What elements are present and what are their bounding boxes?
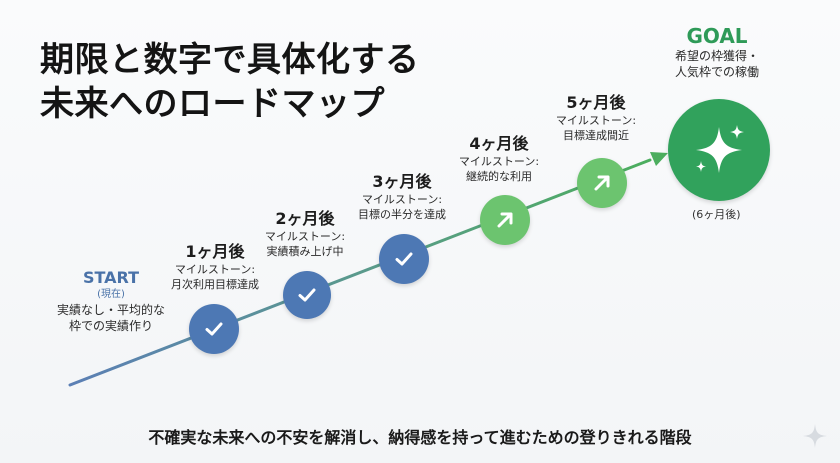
page-title: 期限と数字で具体化する 未来へのロードマップ bbox=[40, 38, 420, 126]
goal-node bbox=[668, 99, 770, 201]
start-label: START (現在) 実績なし・平均的な 枠での実績作り bbox=[54, 268, 168, 334]
milestone-3-node bbox=[379, 234, 429, 284]
sparkle-icon bbox=[696, 125, 744, 173]
milestone-1-node bbox=[189, 304, 239, 354]
milestone-2-label: 2ヶ月後 マイルストーン: 実績積み上げ中 bbox=[250, 209, 360, 259]
milestone-line-1: マイルストーン: bbox=[458, 155, 540, 168]
milestone-line-1: マイルストーン: bbox=[174, 263, 256, 276]
roadmap-line bbox=[68, 158, 652, 387]
milestone-period: 2ヶ月後 bbox=[275, 209, 335, 228]
milestone-4-label: 4ヶ月後 マイルストーン: 継続的な利用 bbox=[442, 134, 556, 184]
start-title: START bbox=[82, 268, 140, 287]
start-desc-2: 枠での実績作り bbox=[68, 319, 153, 333]
milestone-4-node bbox=[480, 195, 530, 245]
goal-title: GOAL bbox=[686, 24, 748, 48]
footer-caption: 不確実な未来への不安を解消し、納得感を持って進むための登りきれる階段 bbox=[148, 428, 692, 447]
milestone-line-2: 実績積み上げ中 bbox=[266, 245, 344, 258]
milestone-1-label: 1ヶ月後 マイルストーン: 月次利用目標達成 bbox=[160, 242, 270, 292]
milestone-line-2: 継続的な利用 bbox=[466, 170, 532, 183]
milestone-line-2: 目標達成間近 bbox=[563, 129, 629, 142]
arrow-up-right-icon bbox=[497, 212, 513, 228]
goal-label: GOAL 希望の枠獲得・ 人気枠での稼働 bbox=[664, 24, 770, 80]
arrow-up-right-icon bbox=[594, 175, 610, 191]
milestone-2-node bbox=[283, 271, 331, 319]
milestone-line-2: 目標の半分を達成 bbox=[358, 208, 446, 221]
goal-line-1: 希望の枠獲得・ bbox=[674, 49, 759, 63]
milestone-period: 5ヶ月後 bbox=[566, 93, 626, 112]
milestone-line-1: マイルストーン: bbox=[264, 230, 346, 243]
milestone-line-1: マイルストーン: bbox=[555, 114, 637, 127]
milestone-period: 1ヶ月後 bbox=[185, 242, 245, 261]
milestone-line-1: マイルストーン: bbox=[361, 193, 443, 206]
start-desc-1: 実績なし・平均的な bbox=[56, 303, 165, 317]
milestone-line-2: 月次利用目標達成 bbox=[171, 278, 259, 291]
check-icon bbox=[395, 252, 413, 266]
milestone-period: 4ヶ月後 bbox=[469, 134, 529, 153]
roadmap-arrowhead bbox=[650, 152, 668, 166]
milestone-3-label: 3ヶ月後 マイルストーン: 目標の半分を達成 bbox=[344, 172, 460, 222]
check-icon bbox=[298, 288, 316, 302]
corner-sparkle-icon bbox=[803, 424, 827, 448]
milestone-5-node bbox=[577, 158, 627, 208]
goal-line-2: 人気枠での稼働 bbox=[674, 65, 759, 79]
check-icon bbox=[205, 322, 223, 336]
milestone-period: 3ヶ月後 bbox=[372, 172, 432, 191]
title-line-1: 期限と数字で具体化する bbox=[40, 40, 420, 80]
start-sublabel: (現在) bbox=[97, 289, 125, 300]
milestone-5-label: 5ヶ月後 マイルストーン: 目標達成間近 bbox=[540, 93, 652, 143]
goal-note: (6ヶ月後) bbox=[692, 208, 741, 221]
title-line-2: 未来へのロードマップ bbox=[40, 84, 385, 124]
